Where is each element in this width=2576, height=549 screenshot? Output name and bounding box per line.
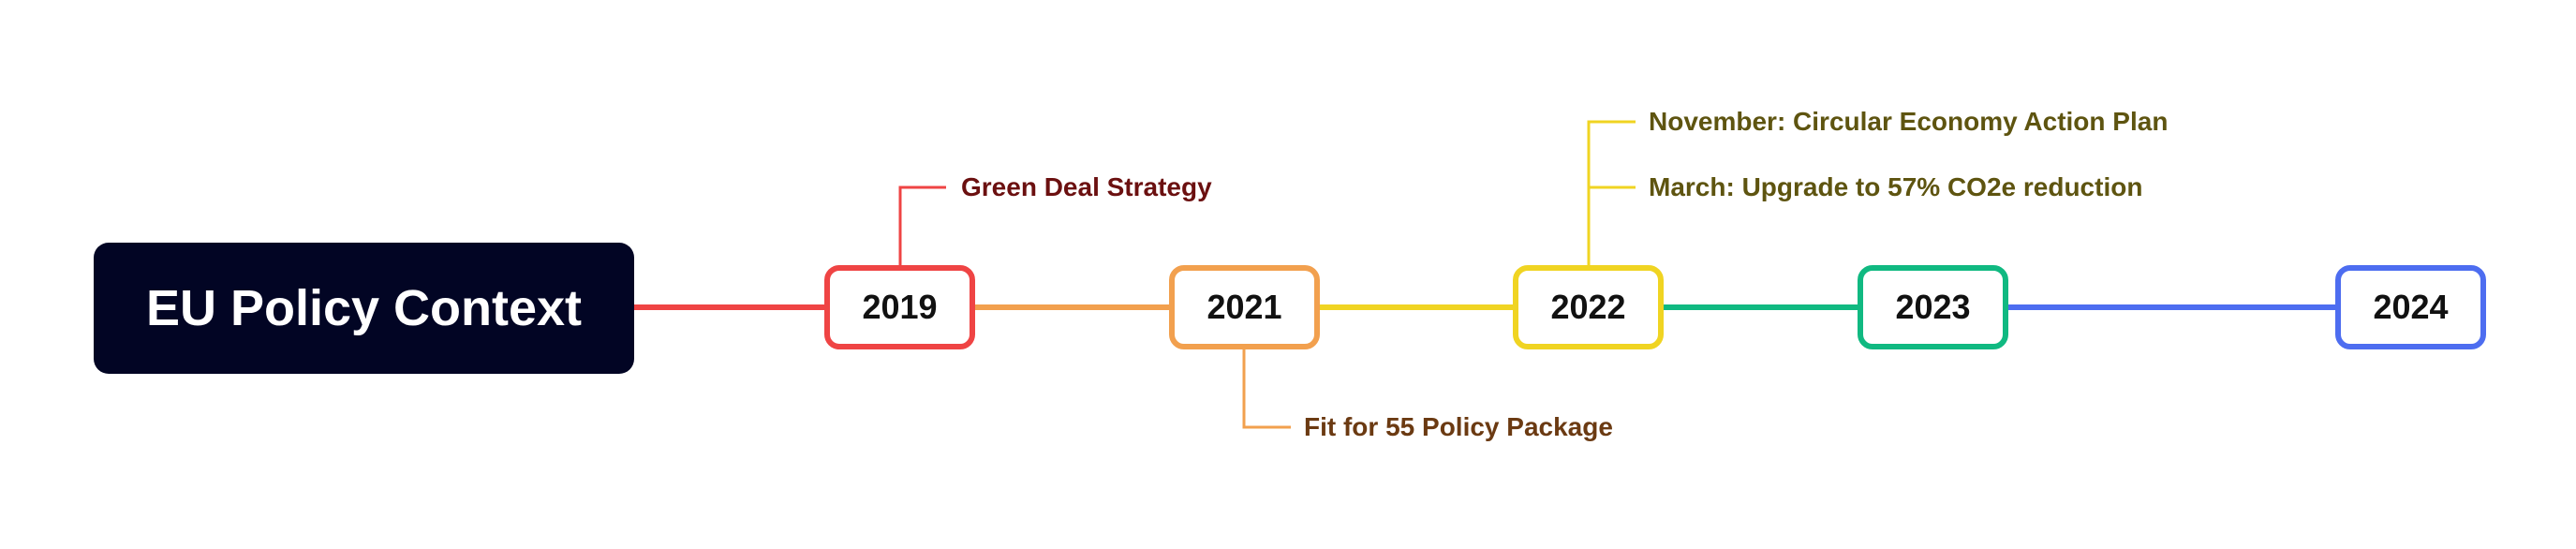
title-node: EU Policy Context	[94, 243, 634, 374]
connector-circular-economy	[1587, 120, 1636, 265]
year-label: 2023	[1895, 288, 1971, 326]
year-label: 2024	[2373, 288, 2449, 326]
event-label-green-deal: Green Deal Strategy	[961, 172, 1212, 201]
year-node-2024: 2024	[2335, 265, 2486, 349]
event-label-fit-for-55: Fit for 55 Policy Package	[1304, 412, 1613, 441]
year-node-2023: 2023	[1858, 265, 2008, 349]
year-node-2019: 2019	[824, 265, 975, 349]
year-label: 2022	[1550, 288, 1626, 326]
year-label: 2021	[1207, 288, 1282, 326]
page-title: EU Policy Context	[145, 280, 583, 336]
connector-green-deal	[898, 185, 946, 265]
year-label: 2019	[862, 288, 938, 326]
event-label-circular-economy: November: Circular Economy Action Plan	[1649, 107, 2169, 136]
connector-fit-for-55	[1242, 349, 1291, 429]
year-node-2021: 2021	[1169, 265, 1320, 349]
year-node-2022: 2022	[1513, 265, 1664, 349]
event-label-march-upgrade: March: Upgrade to 57% CO2e reduction	[1649, 172, 2143, 201]
